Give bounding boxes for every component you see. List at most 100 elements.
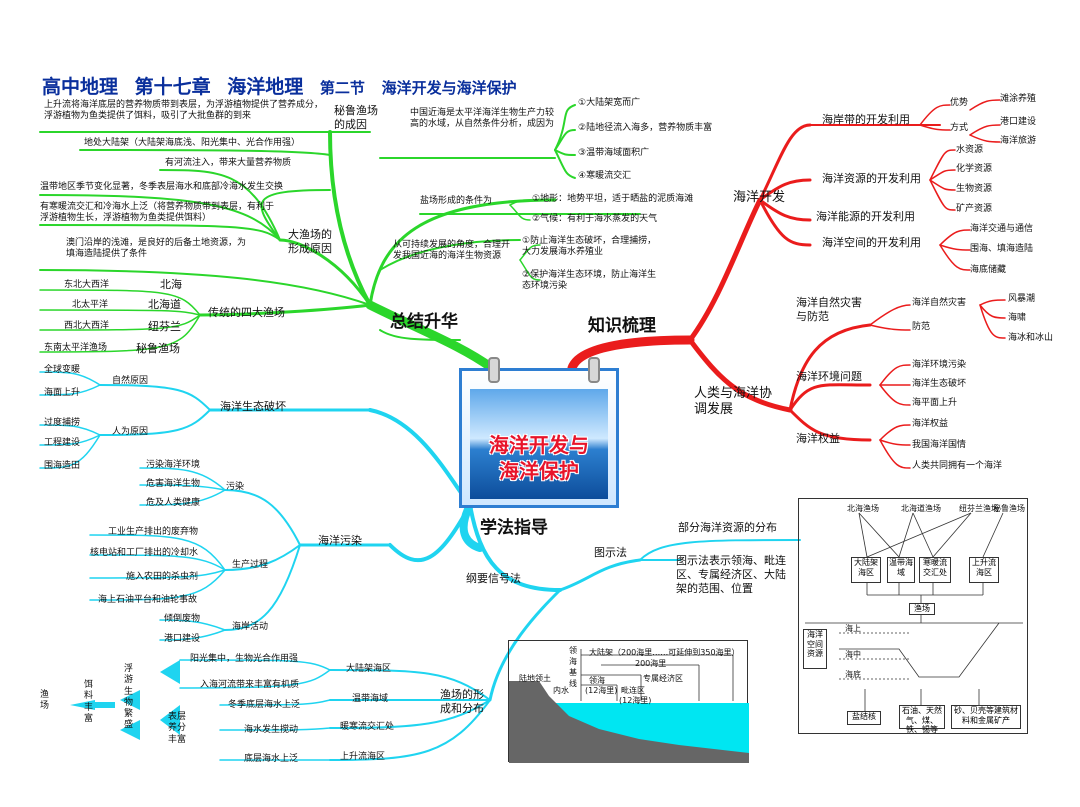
production-label: 生产过程 [232, 560, 268, 571]
disaster-item: 风暴潮 [1008, 294, 1035, 305]
natural-item: 全球变暖 [44, 365, 80, 376]
fishery-name: 北海道 [148, 298, 181, 312]
disaster-type: 海洋自然灾害 [912, 298, 966, 309]
space-item: 海底储藏 [970, 265, 1006, 276]
shelf-area-label: 大陆架海区 [346, 664, 391, 675]
chapter-label: 第十七章 [135, 76, 211, 98]
sustain-item: ①防止海洋生态破坏，合理捕捞，大力发展海水养殖业 [522, 236, 662, 259]
prevent-label: 防范 [912, 322, 930, 333]
shelf-item: 阳光集中，生物光合作用强 [190, 654, 298, 665]
fishery-ocean: 北太平洋 [72, 300, 108, 311]
resource-item: 生物资源 [956, 184, 992, 195]
fishery-formation-label: 渔场的形成和分布 [440, 688, 494, 716]
fishery-type-box: 上升流海区 [969, 557, 999, 583]
fish-cause-text: 上升流将海洋底层的营养物质带到表层，为浮游植物提供了营养成分，浮游植物为鱼类提供… [44, 100, 324, 123]
human-ocean-label: 人类与海洋协调发展 [694, 386, 774, 419]
coastal-land-text: 澳门沿岸的浅滩，是良好的后备土地资源，为填海造陆提供了条件 [66, 238, 251, 261]
env-item: 海平面上升 [912, 398, 957, 409]
knowledge-branch-label: 知识梳理 [588, 316, 656, 337]
fishery-end-label: 渔场 [40, 690, 54, 713]
continental-shelf-text: 地处大陆架（大陆架海底浅、阳光集中、光合作用强） [84, 138, 300, 149]
fishery-type-box: 温带海域 [887, 557, 915, 583]
resource-diagram: 北海渔场 北海道渔场 纽芬兰渔场 秘鲁渔场 大陆架海区 温带海域 寒暖流交汇处 … [798, 498, 1028, 734]
natural-item: 海面上升 [44, 388, 80, 399]
layer-label: 海中 [845, 649, 861, 660]
fishery-name: 北海 [160, 278, 182, 292]
diagram-method-text: 图示法表示领海、毗连区、专属经济区、大陆架的范围、位置 [676, 554, 788, 595]
big-fishery-title: 大渔场的形成原因 [288, 228, 338, 256]
upwelling-area-label: 上升流海区 [340, 752, 385, 763]
fishery-type-box: 寒暖流交汇处 [919, 557, 951, 583]
salt-item: ②气候：有利于海水蒸发的天气 [532, 214, 657, 225]
resource-diagram-lines [799, 499, 1029, 735]
polluted-item: 危害海洋生物 [146, 479, 200, 490]
rights-item: 人类共同拥有一个海洋 [912, 461, 1002, 472]
zone-econ-label: 专属经济区 [643, 673, 683, 684]
section-label: 第二节 [320, 79, 365, 97]
space-resource-box: 海洋空间资源 [803, 629, 827, 669]
coastal-item: 倾倒废物 [164, 614, 200, 625]
center-title-line2: 海洋保护 [462, 455, 616, 484]
fish-cause-title: 秘鲁渔场的成因 [334, 104, 378, 132]
advantage-item: 滩涂养殖 [1000, 94, 1036, 105]
shelf-item: 入海河流带来丰富有机质 [200, 680, 299, 691]
advantage-label: 优势 [950, 98, 968, 109]
human-item: 工程建设 [44, 438, 80, 449]
section-title: 海洋开发与海洋保护 [382, 79, 517, 97]
production-item: 施入农田的杀虫剂 [126, 572, 198, 583]
method-branch-label: 学法指导 [480, 518, 548, 539]
summary-branch-label: 总结升华 [390, 312, 458, 333]
zone-land-label: 陆地领土 [519, 673, 551, 684]
nutrient-label: 表层养分丰富 [168, 712, 194, 746]
china-seas-text: 中国近海是太平洋海洋生物生产力较高的水域，从自然条件分析，成因为 [410, 108, 560, 131]
course-label: 高中地理 [42, 76, 118, 98]
zone-contiguous-nm: (12海里) [619, 695, 651, 706]
maritime-zone-diagram: 大陆架（200海里……可延伸到350海里） 200海里 领海基线 陆地领土 内水… [508, 640, 748, 762]
human-item: 围海造田 [44, 461, 80, 472]
salt-item: ①地形：地势平坦，适于晒盐的泥质海滩 [532, 194, 693, 205]
fishery-type-box: 大陆架海区 [851, 557, 881, 583]
zone-territorial-nm: (12海里) [585, 685, 617, 696]
production-item: 核电站和工厂排出的冷却水 [90, 548, 198, 559]
outline-method-label: 纲要信号法 [466, 572, 521, 586]
salt-title: 盐场形成的条件为 [420, 196, 492, 207]
ocean-dev-label: 海洋开发 [733, 190, 785, 206]
resources-dev-label: 海洋资源的开发利用 [822, 172, 921, 186]
zone-eez-nm: 200海里 [635, 658, 666, 669]
rights-label: 海洋权益 [796, 432, 840, 446]
zone-inner-label: 内水 [553, 685, 569, 696]
page-title: 高中地理 第十七章 海洋地理 第二节 海洋开发与海洋保护 [42, 72, 527, 99]
china-seas-item: ④寒暖流交汇 [578, 171, 631, 182]
current-text: 有寒暖流交汇和冷海水上泛（将营养物质带到表层，有利于浮游植物生长，浮游植物为鱼类… [40, 202, 280, 225]
method-item: 港口建设 [1000, 117, 1036, 128]
mineral-box: 石油、天然气、煤、铁、锡等 [899, 705, 945, 729]
env-problem-label: 海洋环境问题 [796, 370, 862, 384]
energy-dev-label: 海洋能源的开发利用 [816, 210, 915, 224]
polluted-item: 污染海洋环境 [146, 460, 200, 471]
diagram-method-label: 图示法 [594, 546, 627, 560]
resource-item: 化学资源 [956, 164, 992, 175]
partial-resources-label: 部分海洋资源的分布 [678, 521, 777, 535]
natural-cause-label: 自然原因 [112, 376, 148, 387]
china-seas-item: ②陆地径流入海多，营养物质丰富 [578, 123, 712, 134]
mineral-box: 盐结核 [847, 711, 881, 725]
disaster-item: 海冰和冰山 [1008, 333, 1053, 344]
coast-dev-label: 海岸带的开发利用 [822, 113, 910, 127]
pollution-label: 海洋污染 [318, 534, 362, 548]
coastal-label: 海岸活动 [232, 622, 268, 633]
current-item: 海水发生搅动 [244, 725, 298, 736]
layer-label: 海上 [845, 623, 861, 634]
sustain-item: ②保护海洋生态环境，防止海洋生态环境污染 [522, 270, 662, 293]
disaster-label: 海洋自然灾害与防范 [796, 296, 866, 324]
resource-item: 矿产资源 [956, 204, 992, 215]
method-item: 海洋旅游 [1000, 136, 1036, 147]
space-item: 围海、填海造陆 [970, 244, 1033, 255]
sustain-text: 从可持续发展的角度，合理开发我国近海的海洋生物资源 [393, 240, 513, 263]
center-title-line1: 海洋开发与 [462, 429, 616, 458]
fishery-box: 渔场 [909, 603, 935, 615]
four-fisheries-title: 传统的四大渔场 [208, 306, 285, 320]
calendar-ring-icon [488, 357, 500, 383]
coastal-item: 港口建设 [164, 634, 200, 645]
resource-item: 水资源 [956, 145, 983, 156]
env-item: 海洋环境污染 [912, 360, 966, 371]
